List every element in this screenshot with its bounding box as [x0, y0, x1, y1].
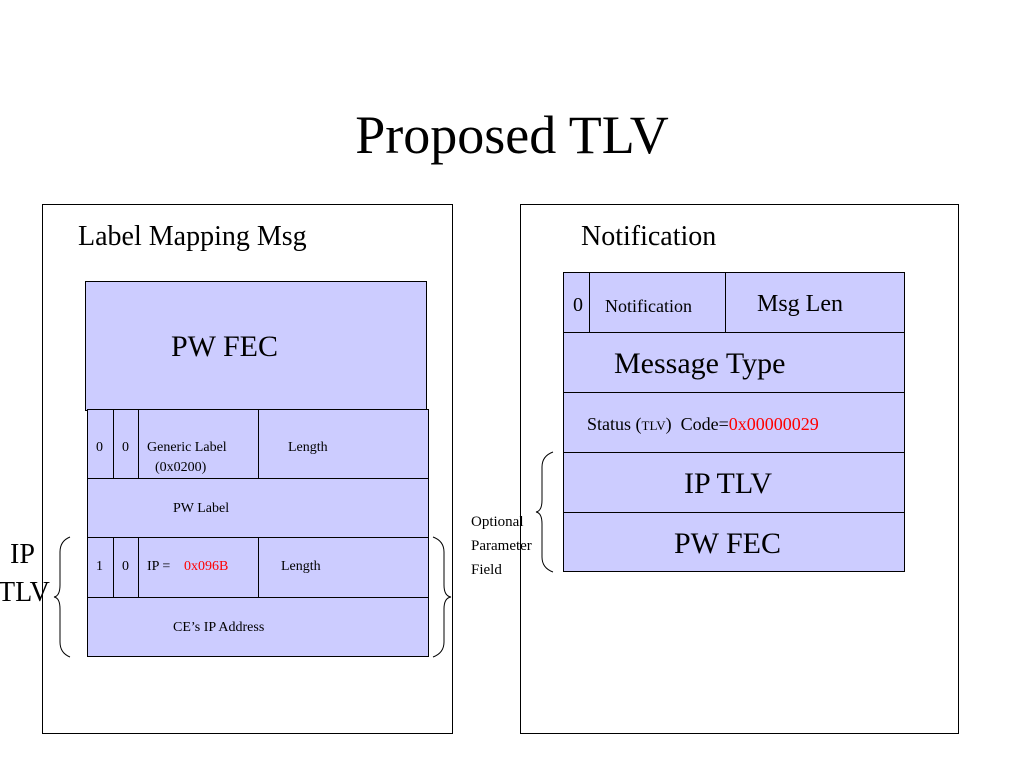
slide-title: Proposed TLV	[355, 105, 669, 165]
ip-tlv-row: IP TLV	[563, 452, 905, 513]
u-bit: 0	[96, 440, 103, 455]
pw-label-row: PW Label	[87, 478, 429, 538]
notification-heading: Notification	[581, 221, 717, 252]
ip-type-prefix: IP =	[147, 559, 171, 574]
status-prefix: Status (	[587, 414, 642, 434]
ip-type-code: 0x096B	[184, 559, 229, 574]
field-divider	[589, 273, 590, 332]
field-divider	[138, 538, 139, 597]
field-divider	[113, 538, 114, 597]
status-text: Status (TLV) Code=0x00000029	[587, 413, 819, 437]
label-mapping-heading: Label Mapping Msg	[78, 221, 307, 252]
optional-line2: Parameter	[471, 538, 532, 554]
pw-label-text: PW Label	[173, 501, 230, 516]
message-type-row: Message Type	[563, 332, 905, 393]
ip-tlv-header-row: 1 0 IP = 0x096B Length	[87, 537, 429, 598]
status-code: 0x00000029	[728, 414, 819, 434]
notification-bit: 0	[573, 294, 583, 316]
f-bit: 0	[122, 559, 129, 574]
notification-type: Notification	[605, 296, 692, 316]
ip-tlv-line1: IP	[10, 539, 35, 570]
generic-label-code: (0x0200)	[155, 460, 207, 475]
field-divider	[258, 410, 259, 478]
ip-tlv-line2: TLV	[0, 577, 50, 608]
status-tlv-row: Status (TLV) Code=0x00000029	[563, 392, 905, 453]
field-divider	[725, 273, 726, 332]
generic-label-row: 0 0 Generic Label (0x0200) Length	[87, 409, 429, 479]
status-tlv: TLV	[641, 418, 666, 433]
optional-line1: Optional	[471, 514, 524, 530]
length-field: Length	[288, 440, 328, 455]
u-bit: 1	[96, 559, 103, 574]
ce-ip-address-text: CE’s IP Address	[173, 620, 265, 635]
pw-fec-box: PW FEC	[85, 281, 427, 411]
f-bit: 0	[122, 440, 129, 455]
field-divider	[113, 410, 114, 478]
optional-line3: Field	[471, 562, 502, 578]
pw-fec-label: PW FEC	[674, 527, 781, 560]
field-divider	[258, 538, 259, 597]
optional-parameter-field-label: Optional Parameter Field	[471, 512, 561, 582]
status-code-prefix: ) Code=	[665, 414, 729, 434]
msg-len: Msg Len	[757, 291, 843, 317]
ip-tlv-side-label: IP TLV	[0, 537, 70, 617]
notification-header-row: 0 Notification Msg Len	[563, 272, 905, 333]
field-divider	[138, 410, 139, 478]
pw-fec-row: PW FEC	[563, 512, 905, 572]
pw-fec-label: PW FEC	[171, 330, 278, 363]
ip-tlv-label: IP TLV	[684, 467, 773, 500]
generic-label-type: Generic Label	[147, 440, 227, 455]
length-field: Length	[281, 559, 321, 574]
ce-ip-address-row: CE’s IP Address	[87, 597, 429, 657]
message-type-label: Message Type	[614, 347, 786, 380]
